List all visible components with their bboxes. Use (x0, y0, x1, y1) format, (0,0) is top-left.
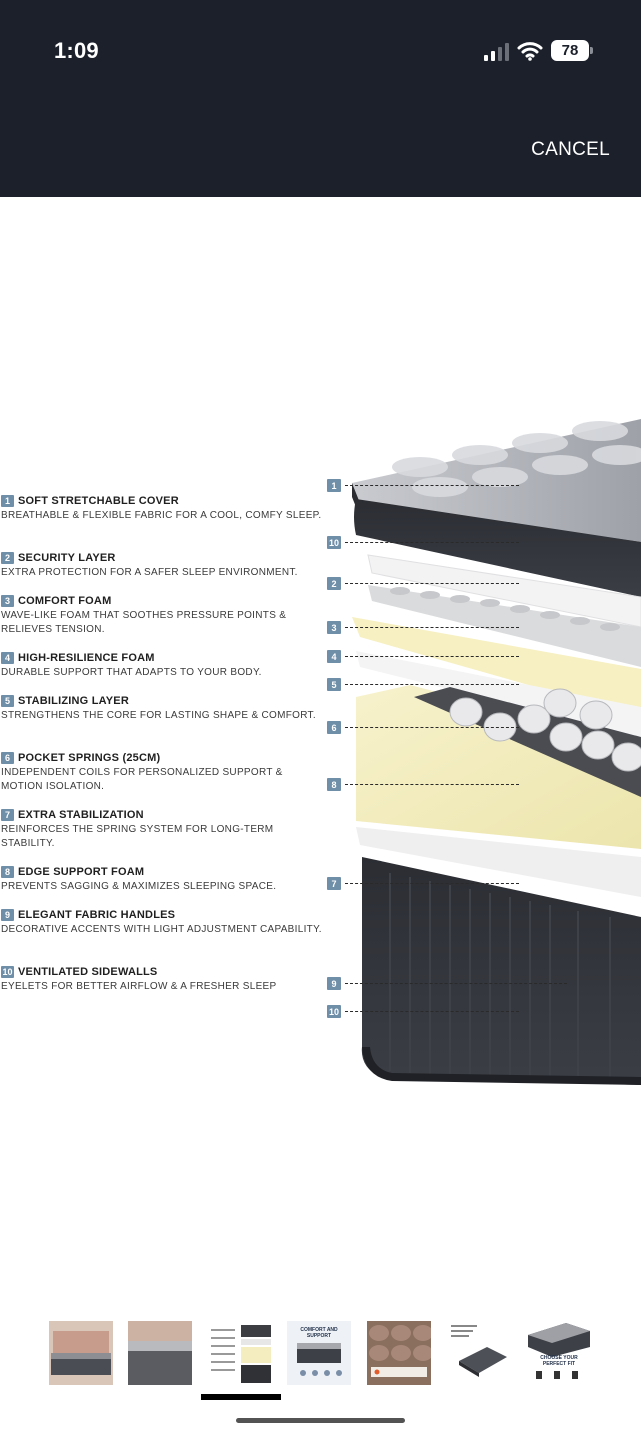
feature-description: DURABLE SUPPORT THAT ADAPTS TO YOUR BODY… (1, 667, 262, 678)
thumbnail-mattress-angle[interactable] (447, 1321, 511, 1385)
layer-callout: 5 (327, 678, 519, 692)
feature-title: EXTRA STABILIZATION (18, 809, 144, 821)
feature-number-badge: 2 (1, 552, 14, 564)
feature-title: POCKET SPRINGS (25CM) (18, 752, 161, 764)
feature-item: 10 VENTILATED SIDEWALLS EYELETS FOR BETTE… (1, 965, 325, 994)
feature-item: 7 EXTRA STABILIZATION REINFORCES THE SPRI… (1, 808, 325, 850)
feature-description: EYELETS FOR BETTER AIRFLOW & A FRESHER S… (1, 981, 277, 992)
feature-item: 6 POCKET SPRINGS (25CM) INDEPENDENT COILS… (1, 751, 325, 793)
battery-icon: 78 (551, 40, 593, 61)
feature-description: REINFORCES THE SPRING SYSTEM FOR LONG-TE… (1, 824, 274, 849)
cellular-signal-icon (484, 41, 509, 61)
feature-title: ELEGANT FABRIC HANDLES (18, 909, 176, 921)
selected-thumbnail-indicator (201, 1394, 281, 1400)
feature-item: 9 ELEGANT FABRIC HANDLES DECORATIVE ACCEN… (1, 908, 325, 937)
thumbnail-layers[interactable] (207, 1321, 271, 1385)
feature-number-badge: 4 (1, 652, 14, 664)
thumbnail-label: COMFORT AND SUPPORT (300, 1327, 338, 1339)
home-indicator[interactable] (236, 1418, 405, 1423)
mattress-layers-illustration (352, 419, 641, 1085)
feature-item: 2 SECURITY LAYER EXTRA PROTECTION FOR A S… (1, 551, 325, 580)
layer-callout: 6 (327, 721, 519, 735)
feature-title: HIGH-RESILIENCE FOAM (18, 652, 155, 664)
feature-item: 8 EDGE SUPPORT FOAM PREVENTS SAGGING & MA… (1, 865, 325, 894)
feature-description: BREATHABLE & FLEXIBLE FABRIC FOR A COOL,… (1, 510, 322, 521)
feature-item: 3 COMFORT FOAM WAVE-LIKE FOAM THAT SOOTHE… (1, 594, 325, 636)
status-icons: 78 (484, 40, 593, 61)
thumbnail-choose-fit[interactable]: CHOOSE YOUR PERFECT FIT (526, 1321, 590, 1385)
feature-number-badge: 3 (1, 595, 14, 607)
feature-number-badge: 7 (1, 809, 14, 821)
thumbnail-fabric-detail[interactable] (367, 1321, 431, 1385)
layer-callout: 3 (327, 621, 519, 635)
thumbnail-strip: COMFORT AND SUPPORT CHOOSE YOUR PERFECT … (49, 1321, 594, 1387)
layer-callout: 8 (327, 778, 519, 792)
thumbnail-bedroom-2[interactable] (128, 1321, 192, 1385)
feature-title: SECURITY LAYER (18, 552, 116, 564)
feature-description: STRENGTHENS THE CORE FOR LASTING SHAPE &… (1, 710, 316, 721)
layer-callout: 10 (327, 536, 519, 550)
feature-number-badge: 1 (1, 495, 14, 507)
feature-title: STABILIZING LAYER (18, 695, 129, 707)
feature-title: EDGE SUPPORT FOAM (18, 866, 145, 878)
layer-callout: 1 (327, 479, 519, 493)
top-bar: 1:09 78 CANCEL (0, 0, 641, 197)
feature-item: 5 STABILIZING LAYER STRENGTHENS THE CORE … (1, 694, 325, 723)
battery-level: 78 (561, 42, 579, 59)
feature-number-badge: 6 (1, 752, 14, 764)
cancel-button[interactable]: CANCEL (531, 139, 610, 160)
thumbnail-label: CHOOSE YOUR PERFECT FIT (540, 1355, 578, 1367)
feature-description: EXTRA PROTECTION FOR A SAFER SLEEP ENVIR… (1, 567, 298, 578)
feature-number-badge: 5 (1, 695, 14, 707)
layer-callout: 10 (327, 1005, 519, 1019)
wifi-icon (517, 41, 543, 61)
thumbnail-comfort-support[interactable]: COMFORT AND SUPPORT (287, 1321, 351, 1385)
feature-title: SOFT STRETCHABLE COVER (18, 495, 179, 507)
layer-callout: 4 (327, 650, 519, 664)
status-time: 1:09 (54, 38, 99, 63)
feature-title: VENTILATED SIDEWALLS (18, 966, 158, 978)
feature-number-badge: 8 (1, 866, 14, 878)
layer-callout: 7 (327, 877, 519, 891)
feature-item: 1 SOFT STRETCHABLE COVER BREATHABLE & FLE… (1, 494, 325, 523)
feature-description: WAVE-LIKE FOAM THAT SOOTHES PRESSURE POI… (1, 610, 287, 635)
layer-callout: 2 (327, 577, 519, 591)
feature-description: PREVENTS SAGGING & MAXIMIZES SLEEPING SP… (1, 881, 277, 892)
feature-number-badge: 10 (1, 966, 14, 978)
feature-title: COMFORT FOAM (18, 595, 112, 607)
feature-number-badge: 9 (1, 909, 14, 921)
feature-item: 4 HIGH-RESILIENCE FOAM DURABLE SUPPORT TH… (1, 651, 325, 680)
layer-callout: 9 (327, 977, 567, 991)
thumbnail-bedroom-1[interactable] (49, 1321, 113, 1385)
feature-description: INDEPENDENT COILS FOR PERSONALIZED SUPPO… (1, 767, 283, 792)
feature-description: DECORATIVE ACCENTS WITH LIGHT ADJUSTMENT… (1, 924, 322, 935)
